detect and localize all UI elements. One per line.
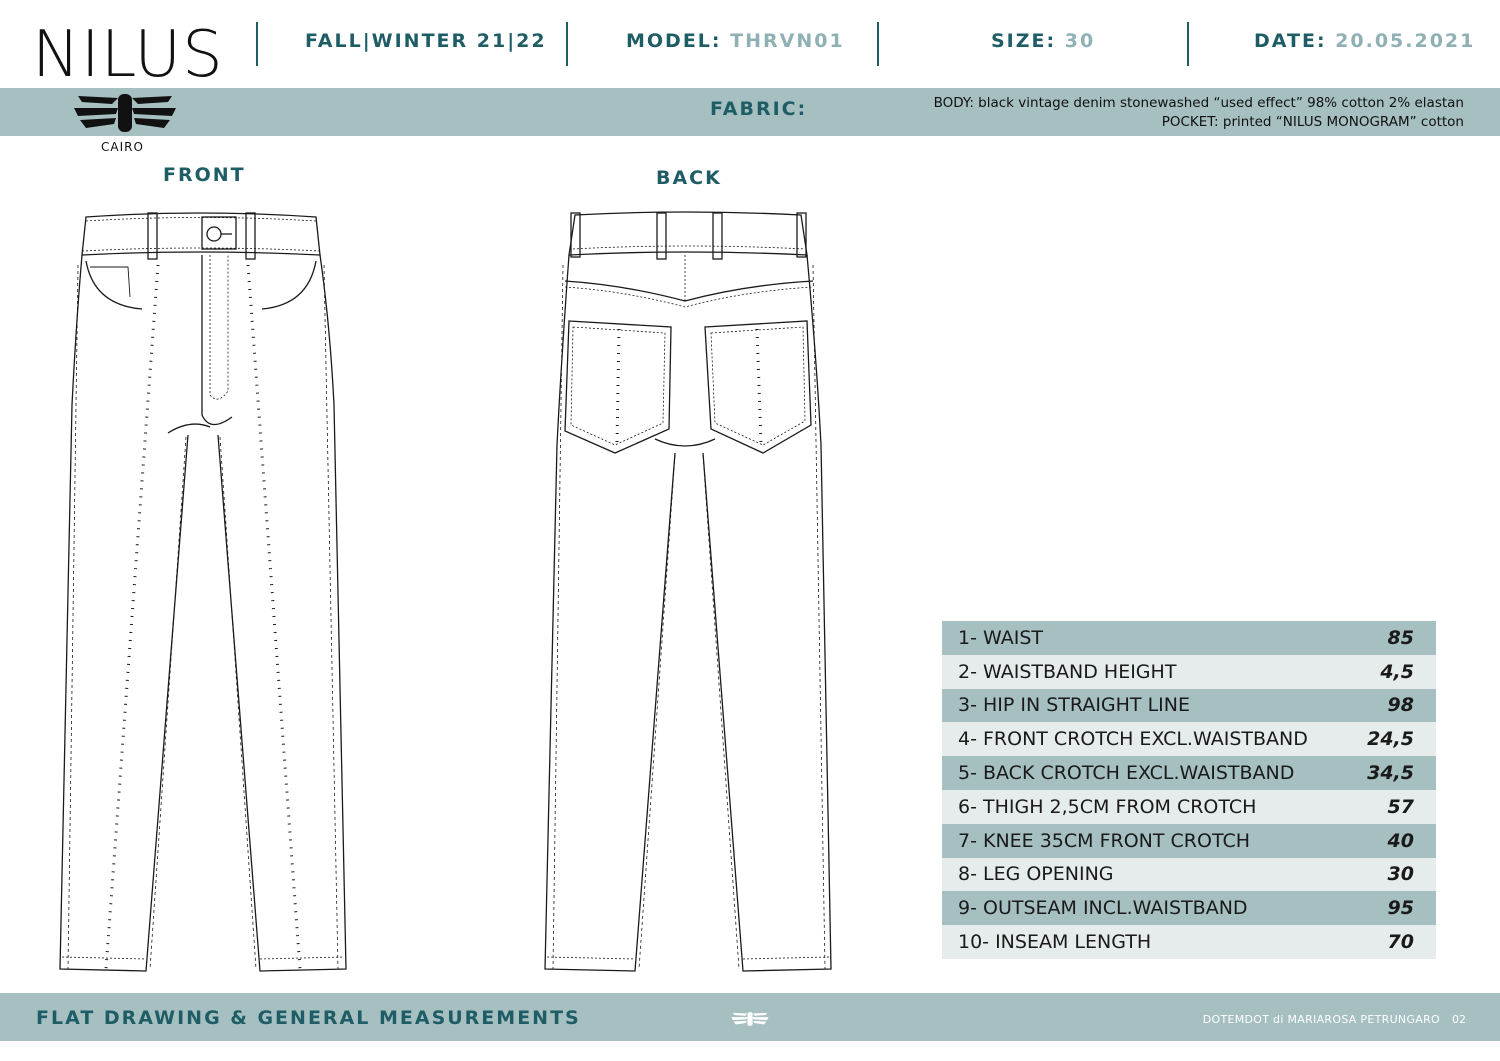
brand-logo-text: NILUS bbox=[32, 18, 224, 92]
measurements-table: 1- WAIST 85 2- WAISTBAND HEIGHT 4,5 3- HIP… bbox=[942, 621, 1436, 959]
table-row: 6- THIGH 2,5CM FROM CROTCH 57 bbox=[942, 789, 1436, 824]
measurement-value: 98 bbox=[1387, 694, 1414, 717]
measurement-label: 10- INSEAM LENGTH bbox=[958, 931, 1152, 954]
season-field: FALL|WINTER 21|22 bbox=[305, 30, 547, 52]
measurement-label: 6- THIGH 2,5CM FROM CROTCH bbox=[958, 795, 1257, 818]
header-divider bbox=[1187, 22, 1189, 66]
footer-credit: DOTEMDOT di MARIAROSA PETRUNGARO bbox=[1202, 1013, 1440, 1026]
fabric-pocket-line: POCKET: printed “NILUS MONOGRAM” cotton bbox=[1161, 114, 1464, 130]
measurement-value: 95 bbox=[1387, 897, 1414, 920]
brand-city: CAIRO bbox=[101, 140, 144, 154]
size-field: SIZE: 30 bbox=[991, 30, 1096, 52]
date-field: DATE: 20.05.2021 bbox=[1254, 30, 1476, 52]
back-jeans-drawing bbox=[544, 211, 832, 972]
table-row: 2- WAISTBAND HEIGHT 4,5 bbox=[942, 654, 1436, 689]
measurement-value: 30 bbox=[1387, 863, 1414, 886]
header-divider bbox=[256, 22, 258, 66]
measurement-label: 8- LEG OPENING bbox=[958, 863, 1114, 886]
measurement-label: 9- OUTSEAM INCL.WAISTBAND bbox=[958, 897, 1248, 920]
table-row: 5- BACK CROTCH EXCL.WAISTBAND 34,5 bbox=[942, 756, 1436, 790]
table-row: 8- LEG OPENING 30 bbox=[942, 857, 1436, 892]
measurement-value: 24,5 bbox=[1367, 728, 1414, 751]
measurement-label: 2- WAISTBAND HEIGHT bbox=[958, 660, 1177, 683]
measurement-label: 4- FRONT CROTCH EXCL.WAISTBAND bbox=[958, 728, 1308, 751]
measurement-label: 1- WAIST bbox=[958, 626, 1043, 649]
fabric-description: BODY: black vintage denim stonewashed “u… bbox=[934, 94, 1464, 132]
measurement-value: 57 bbox=[1387, 795, 1414, 818]
measurement-value: 34,5 bbox=[1367, 762, 1414, 785]
measurement-value: 40 bbox=[1387, 829, 1414, 852]
measurement-value: 85 bbox=[1387, 626, 1414, 649]
table-row: 4- FRONT CROTCH EXCL.WAISTBAND 24,5 bbox=[942, 722, 1436, 757]
measurement-label: 7- KNEE 35CM FRONT CROTCH bbox=[958, 829, 1250, 852]
table-row: 10- INSEAM LENGTH 70 bbox=[942, 925, 1436, 959]
measurement-label: 3- HIP IN STRAIGHT LINE bbox=[958, 694, 1190, 717]
table-row: 1- WAIST 85 bbox=[942, 621, 1436, 655]
fabric-band bbox=[0, 88, 1500, 136]
header-divider bbox=[877, 22, 879, 66]
back-view-label: BACK bbox=[656, 167, 722, 189]
brand-emblem-icon bbox=[74, 94, 176, 132]
table-row: 9- OUTSEAM INCL.WAISTBAND 95 bbox=[942, 891, 1436, 926]
table-row: 7- KNEE 35CM FRONT CROTCH 40 bbox=[942, 823, 1436, 858]
footer-title: FLAT DRAWING & GENERAL MEASUREMENTS bbox=[36, 1007, 581, 1029]
measurement-value: 4,5 bbox=[1380, 660, 1414, 683]
measurement-label: 5- BACK CROTCH EXCL.WAISTBAND bbox=[958, 762, 1295, 785]
fabric-body-line: BODY: black vintage denim stonewashed “u… bbox=[933, 95, 1464, 111]
measurement-value: 70 bbox=[1387, 931, 1414, 954]
page-number: 02 bbox=[1452, 1013, 1466, 1026]
header-divider bbox=[566, 22, 568, 66]
model-field: MODEL: THRVN01 bbox=[626, 30, 845, 52]
front-view-label: FRONT bbox=[163, 164, 246, 186]
front-jeans-drawing bbox=[59, 212, 347, 972]
brand-emblem-icon bbox=[731, 1012, 769, 1026]
fabric-label: FABRIC: bbox=[710, 98, 808, 120]
table-row: 3- HIP IN STRAIGHT LINE 98 bbox=[942, 688, 1436, 723]
